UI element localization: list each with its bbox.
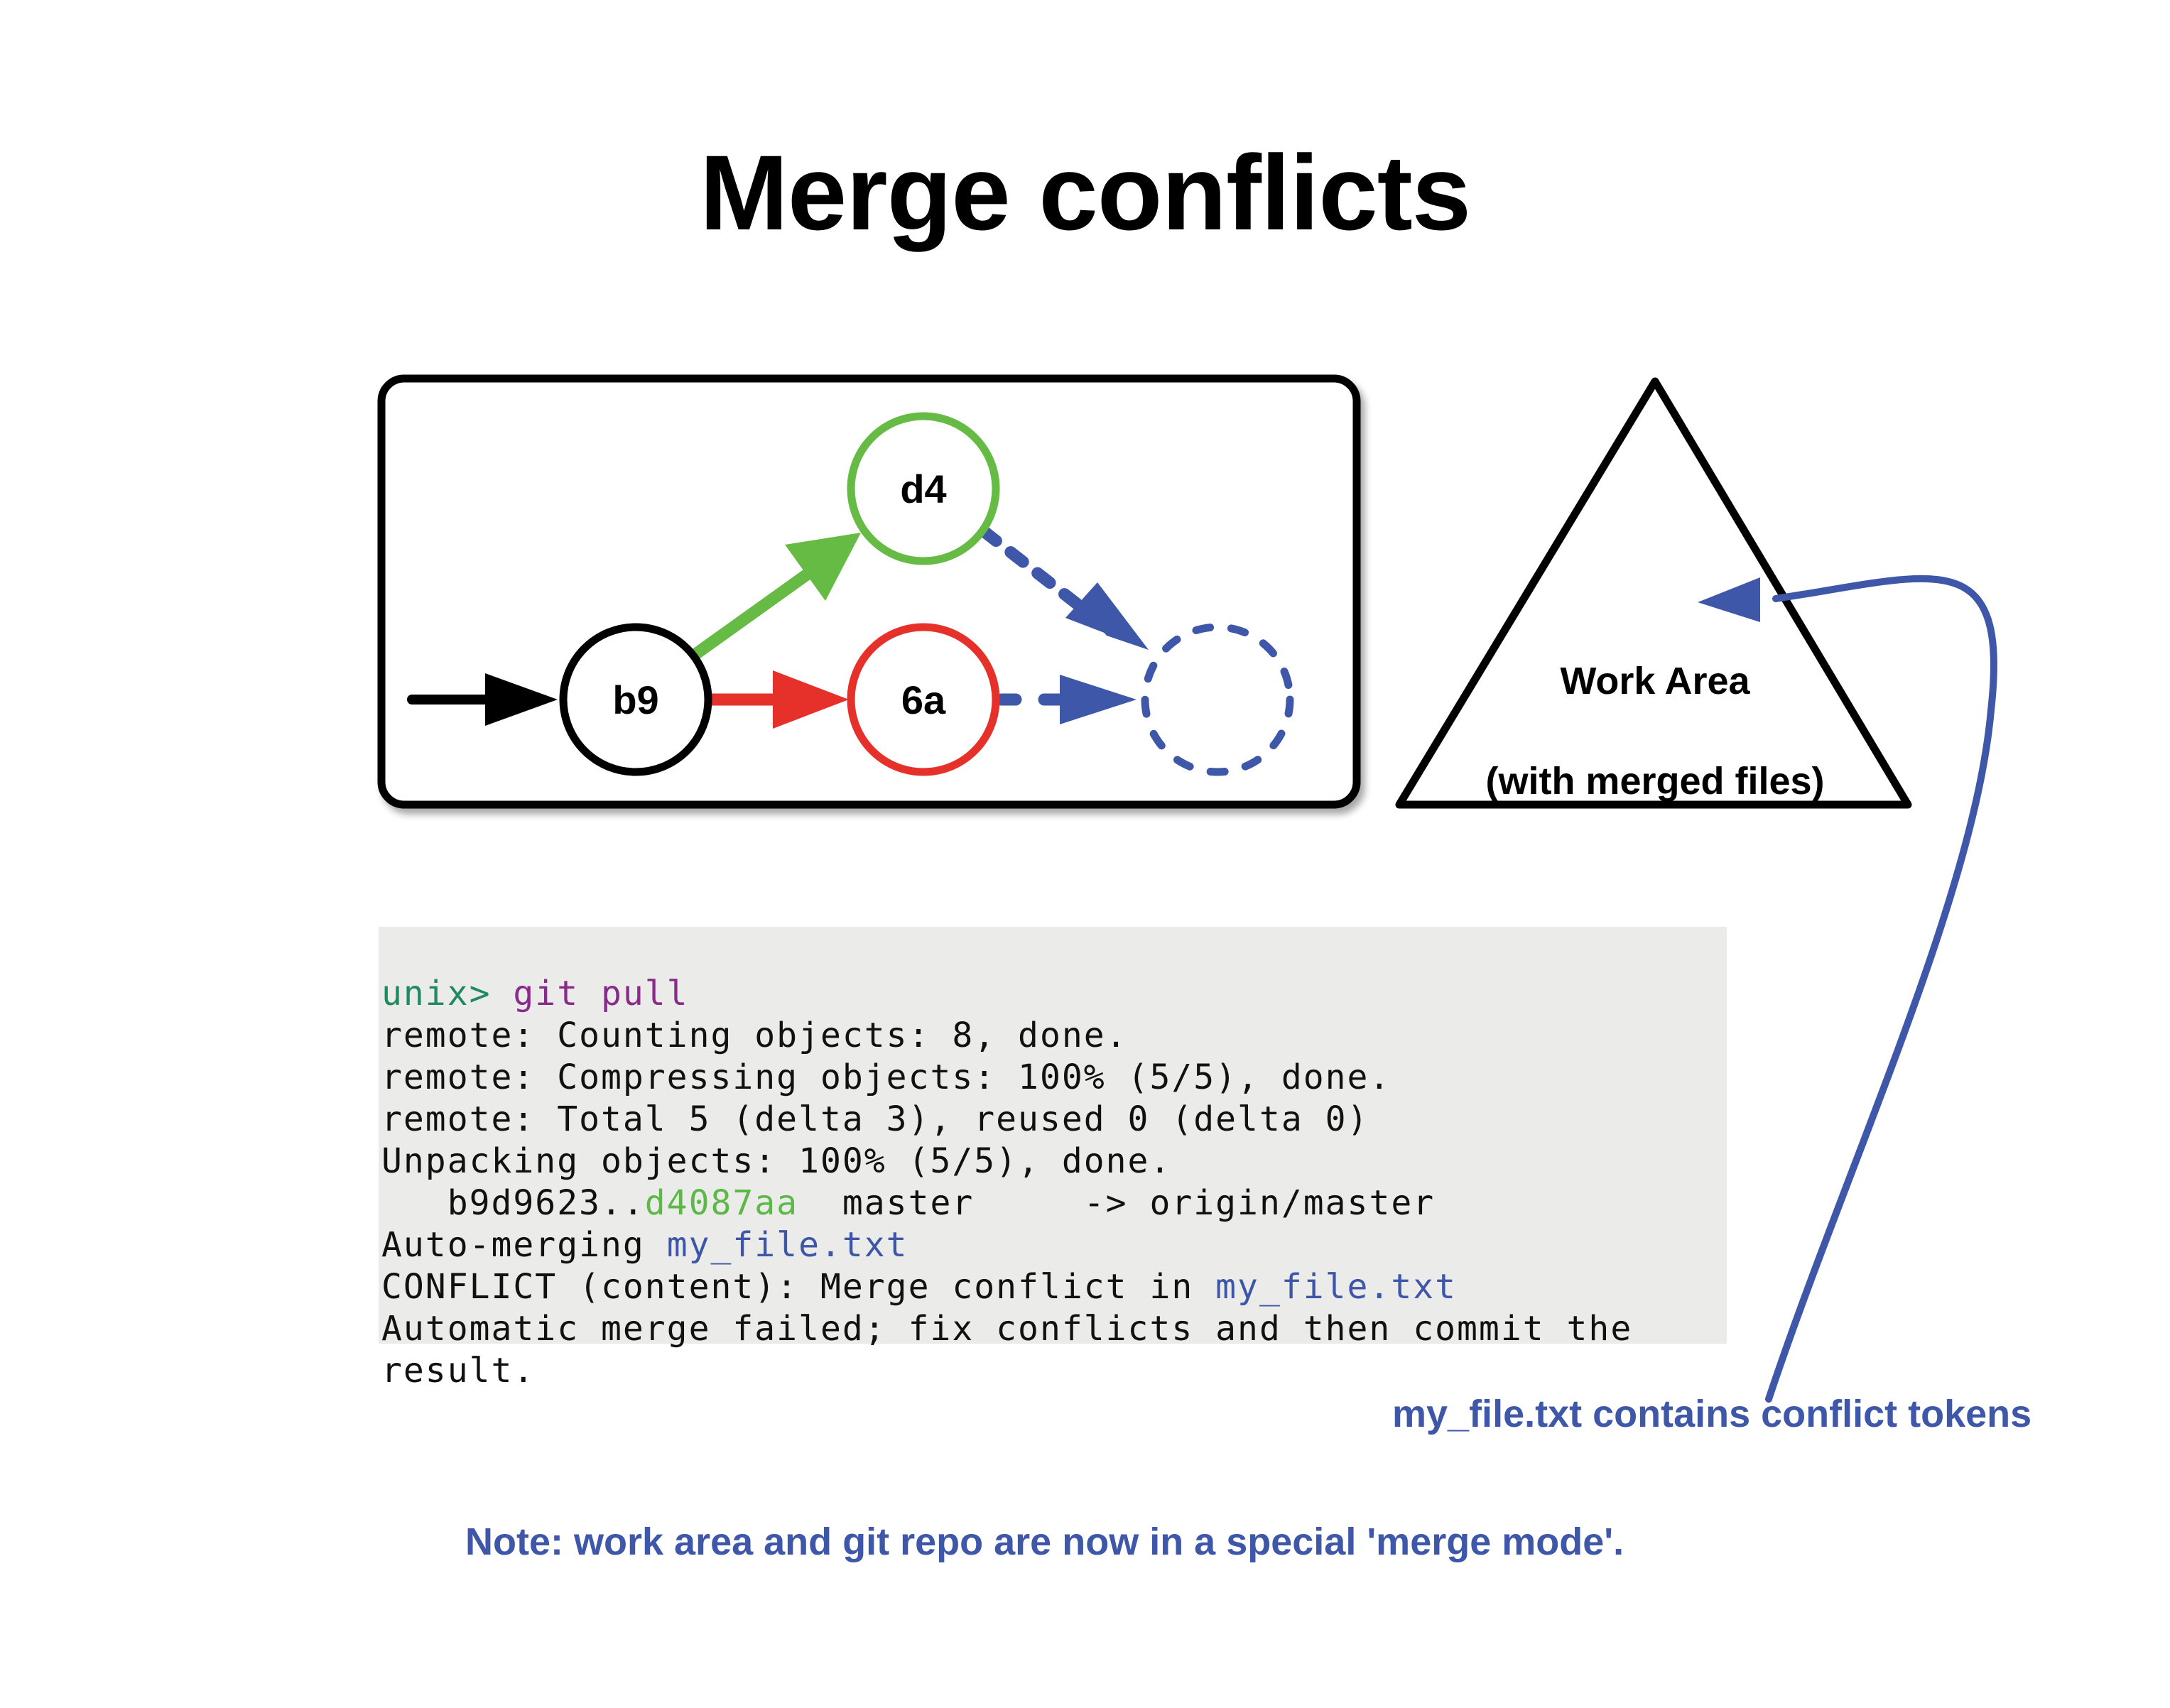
conflict-annotation: my_file.txt contains conflict tokens	[1392, 1393, 2032, 1435]
commit-b9: b9	[559, 623, 712, 776]
arrow-b9-to-6a	[710, 670, 849, 729]
fetch-refs: master -> origin/master	[798, 1183, 1436, 1223]
terminal-command-line: unix> git pull	[381, 973, 1724, 1015]
terminal-fetch-line: b9d9623..d4087aa master -> origin/master	[381, 1182, 1724, 1224]
terminal-line: remote: Counting objects: 8, done.	[381, 1016, 1128, 1055]
pending-merge-commit	[1141, 623, 1294, 776]
terminal-prompt: unix>	[381, 974, 514, 1013]
commit-d4-label: d4	[900, 467, 946, 511]
commit-b9-label: b9	[612, 678, 658, 722]
commit-6a-label: 6a	[901, 678, 946, 722]
terminal-conflict-line: CONFLICT (content): Merge conflict in my…	[381, 1266, 1724, 1308]
terminal-line: remote: Total 5 (delta 3), reused 0 (del…	[381, 1099, 1369, 1139]
terminal-automerge-line: Auto-merging my_file.txt	[381, 1224, 1724, 1266]
merge-arrow-from-6a	[995, 675, 1136, 724]
work-area: Work Area (with merged files)	[1395, 377, 1912, 809]
conflict-text: CONFLICT (content): Merge conflict in	[381, 1267, 1216, 1307]
fetch-range-start: b9d9623..	[381, 1183, 645, 1223]
commit-6a: 6a	[847, 623, 1000, 776]
commit-d4: d4	[847, 412, 1000, 565]
conflict-file: my_file.txt	[1215, 1267, 1458, 1307]
work-area-triangle	[1395, 377, 1912, 809]
terminal-line: result.	[381, 1351, 536, 1391]
merge-mode-note: Note: work area and git repo are now in …	[465, 1521, 1624, 1563]
terminal-line: Automatic merge failed; fix conflicts an…	[381, 1309, 1633, 1349]
page-title: Merge conflicts	[699, 133, 1471, 252]
terminal-line: remote: Compressing objects: 100% (5/5),…	[381, 1057, 1391, 1097]
arrow-b9-to-d4	[688, 533, 861, 661]
terminal-command: git pull	[513, 974, 689, 1013]
automerge-text: Auto-merging	[381, 1225, 667, 1265]
fetch-hash: d4087aa	[644, 1183, 799, 1223]
terminal-line: Unpacking objects: 100% (5/5), done.	[381, 1141, 1172, 1181]
history-arrow	[407, 673, 558, 726]
automerge-file: my_file.txt	[666, 1225, 908, 1265]
work-area-title: Work Area	[1560, 660, 1750, 702]
annotation-arrow	[1698, 575, 1997, 1403]
work-area-subtitle: (with merged files)	[1485, 760, 1824, 803]
merge-arrow-from-d4	[977, 525, 1149, 650]
